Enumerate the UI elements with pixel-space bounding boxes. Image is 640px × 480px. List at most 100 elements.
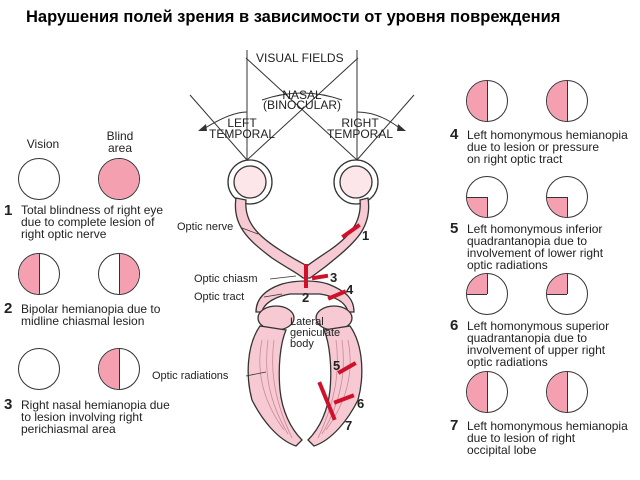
- blind-area-circle: [98, 348, 140, 390]
- caption-line: Right nasal hemianopia due: [21, 398, 170, 412]
- vision-circle: [18, 348, 60, 390]
- horizontal-line: [547, 197, 567, 198]
- midline: [487, 274, 488, 294]
- right-eye-field: [546, 80, 588, 122]
- optic-chiasm-label: Optic chiasm: [194, 273, 258, 285]
- lesion-2-number: 2: [302, 290, 310, 305]
- caption-line: right optic nerve: [21, 227, 107, 241]
- field-arrowheads: [198, 124, 406, 131]
- vision-header: Vision: [26, 137, 60, 151]
- optic-radiations-label: Optic radiations: [152, 370, 229, 382]
- lesion-1-number: 1: [362, 228, 370, 243]
- lesion-3-number: 3: [330, 270, 338, 285]
- caption-line: Left homonymous inferior: [467, 222, 603, 236]
- caption-line: occipital lobe: [467, 443, 537, 457]
- caption-line: involvement of lower right: [467, 246, 604, 260]
- lesion-mark-1: [341, 223, 361, 239]
- caption-line: Left homonymous hemianopia: [467, 128, 628, 142]
- caption-line: Bipolar hemianopia due to: [21, 302, 161, 316]
- optic-nerve-label: Optic nerve: [177, 221, 234, 233]
- lesion-5-number: 5: [333, 358, 341, 373]
- binocular-label: (BINOCULAR): [262, 98, 341, 112]
- midline: [487, 372, 488, 412]
- right-eye-field: [546, 176, 588, 218]
- blind-area-header-text: Blind area: [106, 129, 134, 155]
- caption-line: due to complete lesion of: [21, 215, 155, 229]
- field-loss-fill: [547, 372, 567, 412]
- midline: [567, 274, 568, 294]
- caption-line: to lesion involving right: [21, 410, 143, 424]
- caption-line: quadrantanopia due to: [467, 331, 588, 345]
- field-loss-fill: [119, 254, 139, 294]
- left-temporal-label: TEMPORAL: [208, 127, 275, 141]
- caption-line: Left homonymous superior: [467, 319, 610, 333]
- caption-line: Left homonymous hemianopia: [467, 419, 628, 433]
- midline: [119, 349, 120, 389]
- caption-line: involvement of upper right: [467, 343, 606, 357]
- blind-area-header: Blind area: [96, 130, 144, 154]
- lesion-mark-4: [327, 289, 347, 301]
- midline: [567, 81, 568, 121]
- field-loss-fill: [467, 372, 487, 412]
- field-loss-fill: [547, 274, 567, 294]
- field-loss-fill: [19, 254, 39, 294]
- caption-line: perichiasmal area: [21, 422, 116, 436]
- left-label: LEFT: [227, 116, 257, 130]
- right-temporal-label: TEMPORAL: [326, 127, 393, 141]
- field-loss-fill: [99, 159, 139, 199]
- field-loss-fill: [99, 349, 119, 389]
- left-eye-field: [466, 80, 508, 122]
- lesion-mark-7: [317, 381, 337, 421]
- field-loss-fill: [547, 81, 567, 121]
- lesion-number: 6: [450, 317, 459, 334]
- caption-line: Total blindness of right eye: [21, 203, 164, 217]
- field-loss-fill: [467, 197, 487, 217]
- page-title: Нарушения полей зрения в зависимости от …: [26, 8, 561, 26]
- lesion-number: 5: [450, 220, 459, 237]
- vision-circle: [18, 158, 60, 200]
- horizontal-line: [547, 294, 567, 295]
- caption-line: midline chiasmal lesion: [21, 314, 145, 328]
- blind-area-circle: [98, 158, 140, 200]
- lesion-number: 1: [4, 202, 13, 219]
- right-eye-field: [546, 371, 588, 413]
- horizontal-line: [467, 197, 487, 198]
- lesion-mark-3: [311, 273, 329, 281]
- lesion-6-number: 6: [357, 396, 365, 411]
- left-eye-field: [466, 176, 508, 218]
- horizontal-line: [467, 294, 487, 295]
- midline: [487, 197, 488, 217]
- caption-line: optic radiations: [467, 258, 548, 272]
- field-loss-fill: [547, 197, 567, 217]
- field-loss-fill: [467, 274, 487, 294]
- lesion-mark-5: [337, 361, 357, 375]
- lesion-7-number: 7: [345, 418, 353, 433]
- caption-line: optic radiations: [467, 355, 548, 369]
- vision-circle: [18, 253, 60, 295]
- caption-line: due to lesion of right: [467, 431, 576, 445]
- caption-line: on right optic tract: [467, 152, 563, 166]
- geniculate-label: geniculate: [290, 327, 341, 339]
- lesion-number: 2: [4, 300, 13, 317]
- right-label: RIGHT: [341, 116, 379, 130]
- lesion-number: 7: [450, 417, 459, 434]
- left-eye-field: [466, 371, 508, 413]
- right-eye-field: [546, 273, 588, 315]
- caption-line: quadrantanopia due to: [467, 234, 588, 248]
- blind-area-circle: [98, 253, 140, 295]
- lateral-label: Lateral: [290, 316, 324, 328]
- lesion-marks: [304, 223, 361, 421]
- optic-tract-label: Optic tract: [194, 291, 245, 303]
- body-label: body: [290, 338, 314, 350]
- visual-fields-label: VISUAL FIELDS: [256, 51, 344, 65]
- field-loss-fill: [467, 81, 487, 121]
- midline: [119, 254, 120, 294]
- midline: [567, 372, 568, 412]
- lesion-number: 4: [450, 126, 459, 143]
- midline: [39, 254, 40, 294]
- midline: [567, 197, 568, 217]
- midline: [487, 81, 488, 121]
- lesion-number: 3: [4, 396, 13, 413]
- label-pointers: [241, 227, 297, 377]
